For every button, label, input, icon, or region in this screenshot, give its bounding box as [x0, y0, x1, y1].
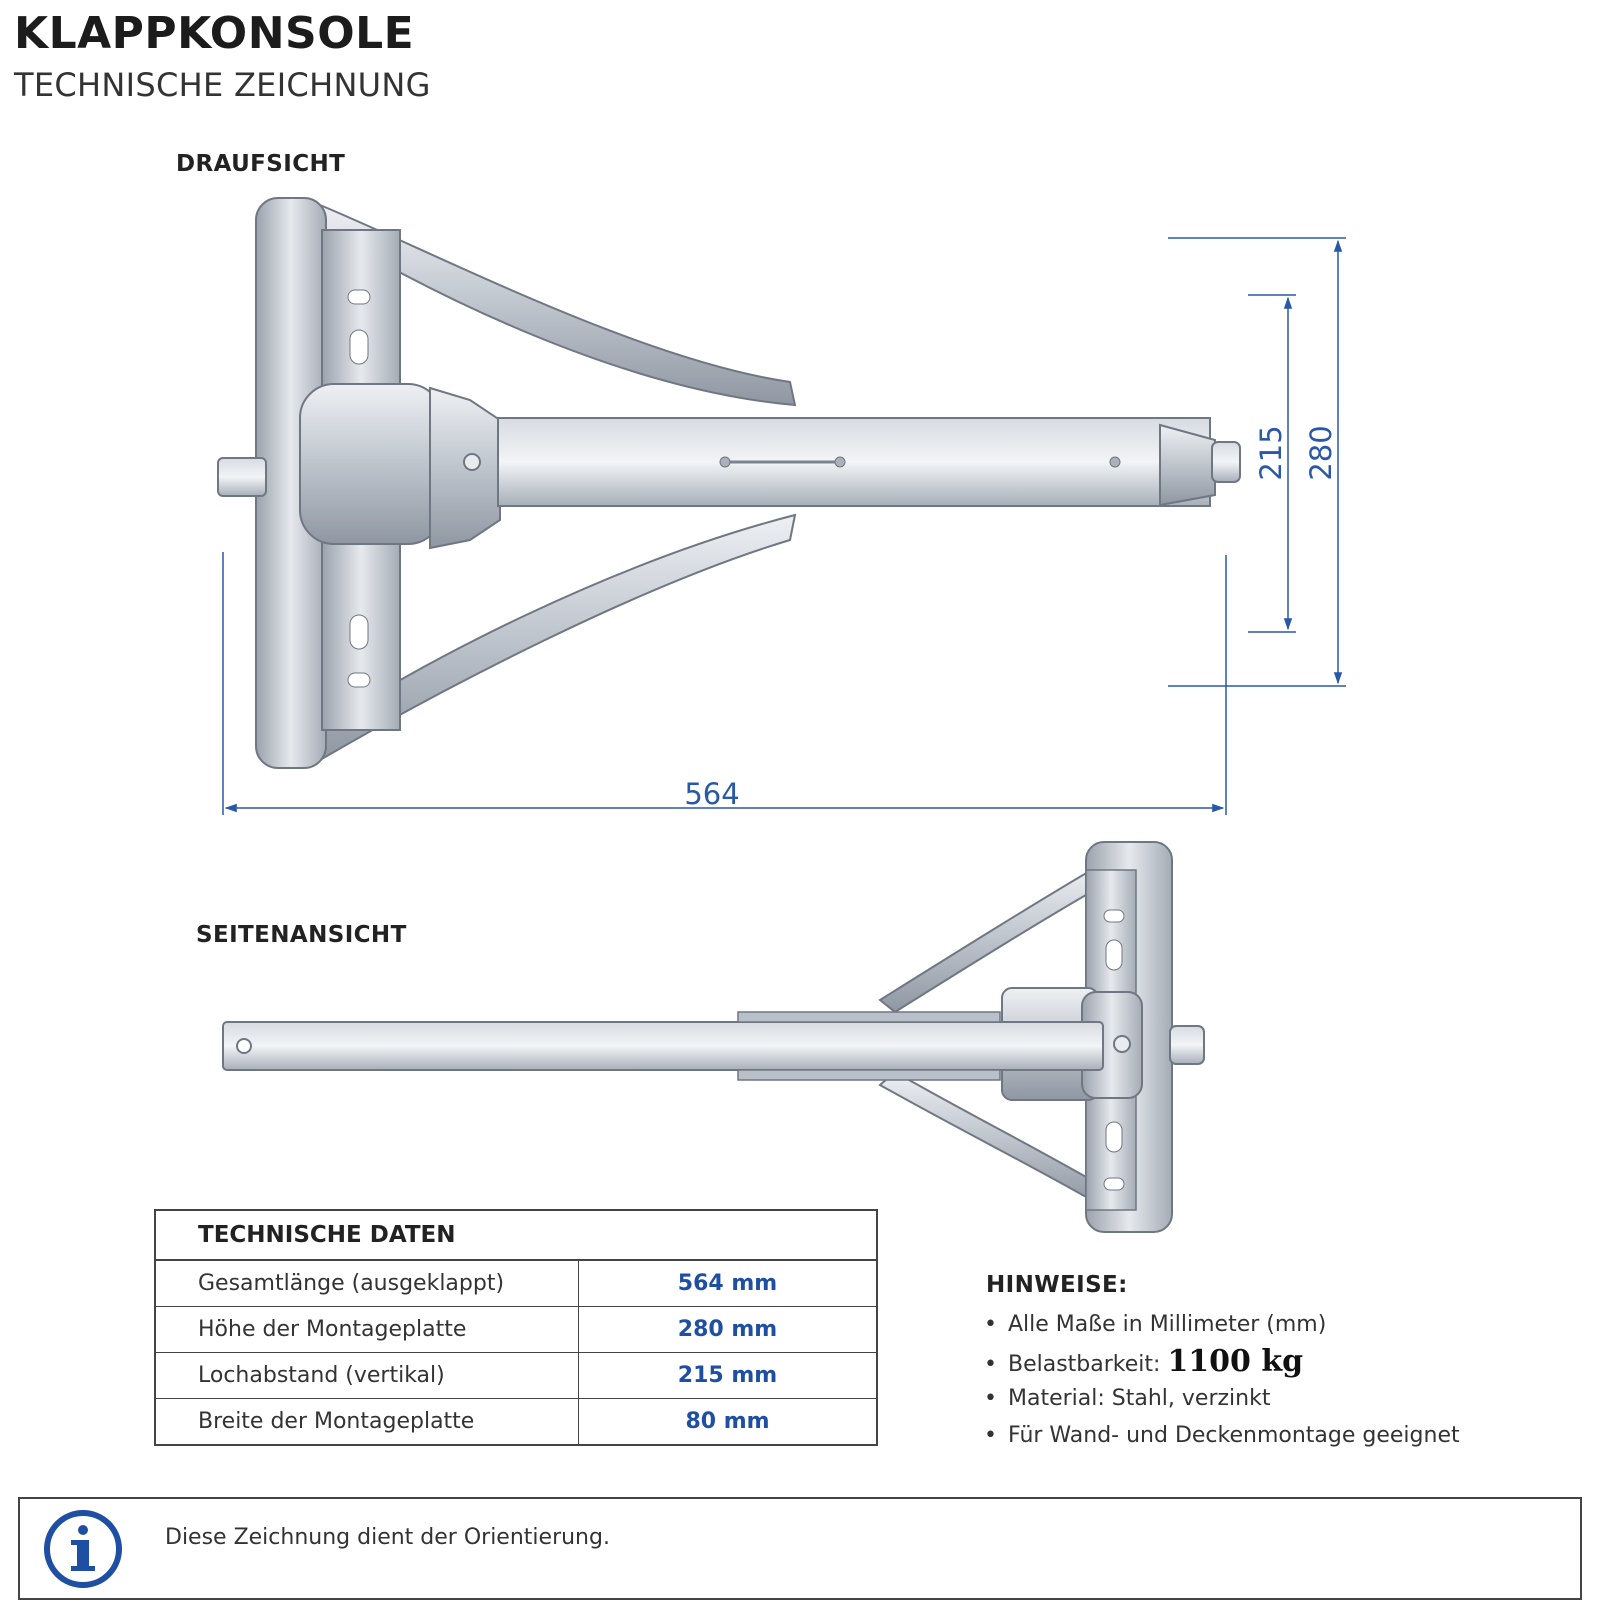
notes-list: •Alle Maße in Millimeter (mm) •Belastbar…: [984, 1306, 1460, 1454]
dim-plate-height: 280: [1304, 425, 1338, 480]
list-item: •Material: Stahl, verzinkt: [984, 1386, 1271, 1411]
note-text: Alle Maße in Millimeter (mm): [1008, 1312, 1327, 1337]
info-text: Diese Zeichnung dient der Orientierung.: [165, 1525, 610, 1550]
row-value: 564 mm: [578, 1259, 878, 1307]
dim-overall-length: 564: [684, 777, 739, 811]
tech-table-title: TECHNISCHE DATEN: [154, 1209, 878, 1261]
list-item: •Alle Maße in Millimeter (mm): [984, 1312, 1327, 1337]
dim-hole-spacing: 215: [1254, 425, 1288, 480]
row-label: Gesamtlänge (ausgeklappt): [154, 1259, 579, 1307]
load-capacity-value: 1100 kg: [1167, 1344, 1304, 1379]
info-box: [18, 1497, 1582, 1600]
page-title: KLAPPKONSOLE: [14, 8, 415, 59]
tech-table-header: TECHNISCHE DATEN: [154, 1209, 878, 1261]
table-row: Gesamtlänge (ausgeklappt) 564 mm: [154, 1259, 878, 1307]
page-subtitle: TECHNISCHE ZEICHNUNG: [14, 66, 431, 104]
info-icon: [44, 1510, 122, 1588]
list-item: •Für Wand- und Deckenmontage geeignet: [984, 1423, 1460, 1448]
note-text: Belastbarkeit:: [1008, 1352, 1168, 1377]
row-label: Höhe der Montageplatte: [154, 1306, 579, 1353]
side-view-label: SEITENANSICHT: [196, 922, 407, 948]
side-view-bracket: [222, 841, 1205, 1233]
row-label: Lochabstand (vertikal): [154, 1352, 579, 1399]
row-value: 280 mm: [578, 1306, 878, 1353]
row-value: 80 mm: [578, 1398, 878, 1446]
note-text: Für Wand- und Deckenmontage geeignet: [1008, 1423, 1460, 1448]
table-row: Lochabstand (vertikal) 215 mm: [154, 1352, 878, 1399]
tech-data-table: TECHNISCHE DATEN Gesamtlänge (ausgeklapp…: [154, 1209, 878, 1446]
row-label: Breite der Montageplatte: [154, 1398, 579, 1446]
table-row: Breite der Montageplatte 80 mm: [154, 1398, 878, 1446]
notes-title: HINWEISE:: [986, 1272, 1128, 1298]
top-view-label: DRAUFSICHT: [176, 151, 346, 177]
table-row: Höhe der Montageplatte 280 mm: [154, 1306, 878, 1353]
dimension-lines: 564 215 280: [222, 237, 1346, 815]
note-text: Material: Stahl, verzinkt: [1008, 1386, 1271, 1411]
row-value: 215 mm: [578, 1352, 878, 1399]
list-item: •Belastbarkeit: 1100 kg: [984, 1344, 1304, 1379]
top-view-bracket: [217, 197, 1241, 769]
